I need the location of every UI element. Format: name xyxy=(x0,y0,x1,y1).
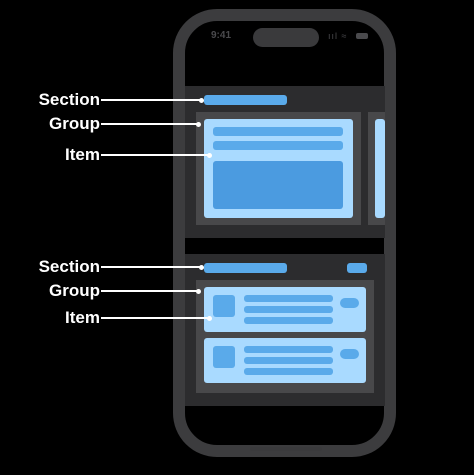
callout-group-line xyxy=(101,290,199,292)
callout-group-line xyxy=(101,123,199,125)
battery-icon xyxy=(356,33,368,39)
callout-group-dot xyxy=(196,121,201,127)
status-time: 9:41 xyxy=(211,30,232,41)
item-line-1 xyxy=(244,295,333,302)
callout-item-line xyxy=(101,154,210,156)
callout-item-dot xyxy=(207,152,212,158)
item-badge xyxy=(340,298,359,308)
callout-group-dot xyxy=(196,288,201,294)
item-thumbnail xyxy=(213,346,235,368)
section-2-item-1 xyxy=(204,287,366,332)
item-line-3 xyxy=(244,368,333,375)
callout-item-label: Item xyxy=(65,145,100,164)
item-line-2 xyxy=(244,306,333,313)
section-1-item-peek xyxy=(375,119,385,218)
callout-item-line xyxy=(101,317,210,319)
section-2-header-accessory xyxy=(347,263,367,273)
section-1-item xyxy=(204,119,353,218)
item-line-1 xyxy=(244,346,333,353)
callout-section-label: Section xyxy=(38,90,100,109)
item-image-placeholder xyxy=(213,161,343,209)
callout-group-label: Group xyxy=(49,281,100,300)
item-line-1 xyxy=(213,127,343,136)
dynamic-island xyxy=(253,28,319,47)
item-line-2 xyxy=(213,141,343,150)
callout-section-label: Section xyxy=(38,257,100,276)
item-thumbnail xyxy=(213,295,235,317)
callout-section-line xyxy=(101,99,202,101)
callout-section-dot xyxy=(199,264,204,270)
section-2-header-bar xyxy=(204,263,287,273)
callout-section-line xyxy=(101,266,202,268)
signal-wifi-icon: ııl ≈ xyxy=(328,31,348,41)
callout-group-label: Group xyxy=(49,114,100,133)
item-line-3 xyxy=(244,317,333,324)
item-line-2 xyxy=(244,357,333,364)
callout-item-dot xyxy=(207,315,212,321)
callout-section-dot xyxy=(199,97,204,103)
callout-item-label: Item xyxy=(65,308,100,327)
section-1-header-bar xyxy=(204,95,287,105)
section-2-item-2 xyxy=(204,338,366,383)
item-badge xyxy=(340,349,359,359)
home-indicator xyxy=(250,447,322,451)
